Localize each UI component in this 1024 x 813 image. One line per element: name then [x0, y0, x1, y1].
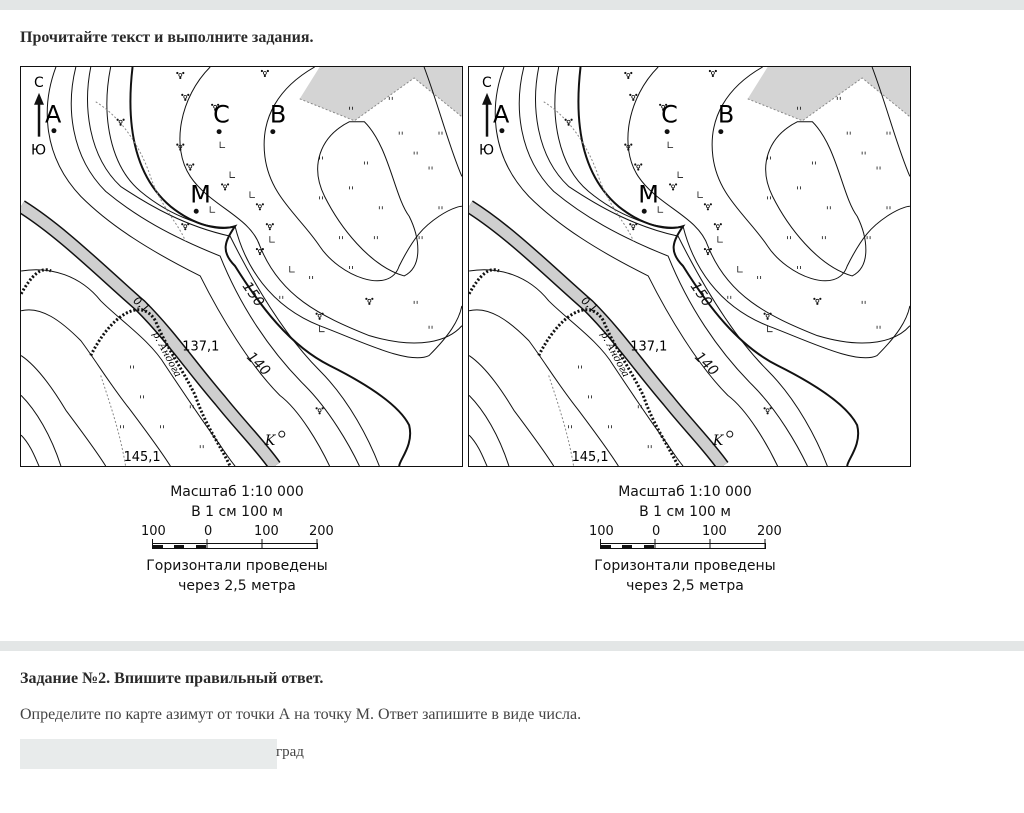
- forest-clearing-area: [299, 67, 462, 121]
- point-k-label: K: [264, 433, 277, 449]
- contour-label-140: 140: [691, 349, 721, 379]
- point-k-label: K: [712, 433, 725, 449]
- scale-note: В 1 см 100 м: [191, 504, 283, 520]
- point-a-label: A: [493, 101, 510, 129]
- answer-input[interactable]: [20, 739, 277, 769]
- scale-note: В 1 см 100 м: [639, 504, 731, 520]
- south-label: Ю: [479, 143, 494, 159]
- north-label: С: [34, 75, 44, 91]
- point-k-marker: [726, 430, 734, 438]
- height-mark-145-1: 145,1: [572, 450, 609, 465]
- topographic-map-right: С Ю A C B M K 150 140 137,1 145,1 р. Анд…: [468, 66, 911, 467]
- point-c-label: C: [661, 101, 678, 129]
- map-legend-left: Масштаб 1:10 000 В 1 см 100 м 100 0 100 …: [127, 482, 347, 596]
- answer-unit: град: [276, 744, 304, 760]
- contour-interval-note: Горизонтали проведены: [146, 558, 328, 574]
- scale-title: Масштаб 1:10 000: [618, 484, 752, 500]
- south-label: Ю: [31, 143, 46, 159]
- north-label: С: [482, 75, 492, 91]
- map-symbols: [564, 69, 891, 449]
- scale-tick-label: 100: [141, 524, 166, 539]
- contour-label-140: 140: [243, 349, 273, 379]
- scale-bar: 100 0 100 200: [127, 522, 347, 556]
- point-c: [216, 129, 222, 135]
- point-b-label: B: [270, 101, 286, 129]
- contour-interval-note: Горизонтали проведены: [594, 558, 776, 574]
- height-mark-145-1: 145,1: [124, 450, 161, 465]
- point-a: [499, 128, 505, 134]
- section-divider: [0, 641, 1024, 651]
- point-b-label: B: [718, 101, 734, 129]
- top-divider: [0, 0, 1024, 10]
- height-mark-137-1: 137,1: [630, 340, 667, 355]
- forest-clearing-area: [747, 67, 910, 121]
- task-question: Определите по карте азимут от точки А на…: [20, 706, 582, 723]
- task-title: Задание №2. Впишите правильный ответ.: [20, 670, 324, 687]
- contour-interval-note: через 2,5 метра: [626, 578, 744, 594]
- point-b: [718, 129, 724, 135]
- point-c: [664, 129, 670, 135]
- height-mark-137-1: 137,1: [182, 340, 219, 355]
- scale-tick-label: 0: [652, 524, 661, 539]
- paths-dotted: [95, 101, 186, 466]
- scale-tick-label: 100: [589, 524, 614, 539]
- paths-dotted: [543, 101, 634, 466]
- scale-tick-label: 200: [757, 524, 782, 539]
- point-a-label: A: [45, 101, 62, 129]
- point-m: [193, 208, 199, 214]
- point-a: [51, 128, 57, 134]
- cliff-lines: [469, 268, 680, 466]
- intro-heading: Прочитайте текст и выполните задания.: [20, 29, 314, 46]
- point-b: [270, 129, 276, 135]
- map-symbols: [116, 69, 443, 449]
- scale-title: Масштаб 1:10 000: [170, 484, 304, 500]
- scale-bar: 100 0 100 200: [575, 522, 795, 556]
- topographic-map-left: С Ю A C B M K 150 140 137,1 145,1 р. Анд…: [20, 66, 463, 467]
- map-legend-right: Масштаб 1:10 000 В 1 см 100 м 100 0 100 …: [575, 482, 795, 596]
- point-m-label: M: [190, 180, 211, 208]
- point-k-marker: [278, 430, 286, 438]
- scale-tick-label: 100: [254, 524, 279, 539]
- north-arrow-icon: [34, 92, 44, 137]
- point-c-label: C: [213, 101, 230, 129]
- point-m: [641, 208, 647, 214]
- point-m-label: M: [638, 180, 659, 208]
- cliff-lines: [21, 268, 232, 466]
- contour-interval-note: через 2,5 метра: [178, 578, 296, 594]
- scale-tick-label: 0: [204, 524, 213, 539]
- scale-tick-label: 100: [702, 524, 727, 539]
- scale-tick-label: 200: [309, 524, 334, 539]
- north-arrow-icon: [482, 92, 492, 137]
